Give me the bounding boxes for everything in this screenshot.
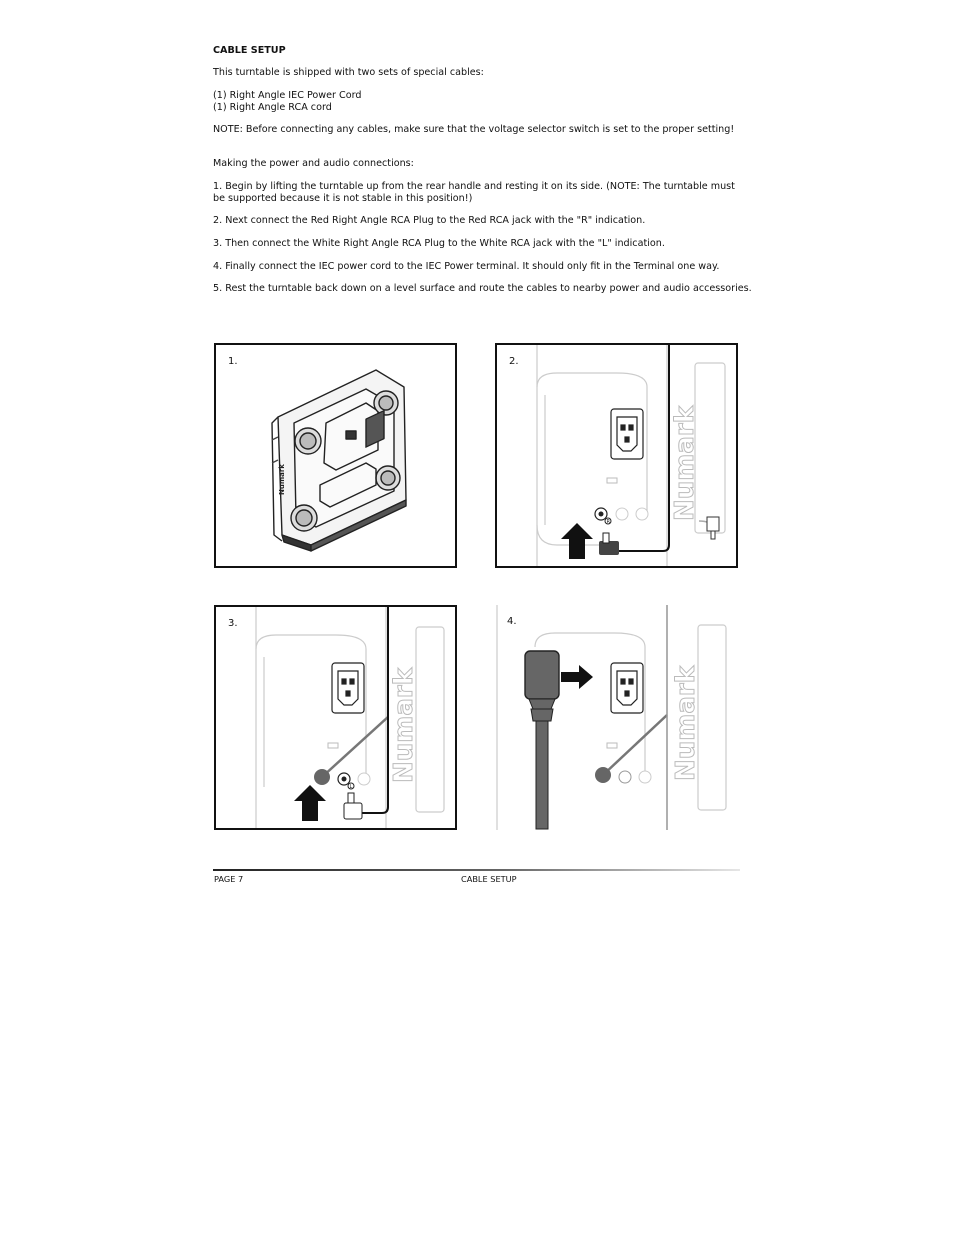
cable-item: (1) Right Angle IEC Power Cord (213, 90, 362, 101)
figure-4: 4. Numark (495, 605, 738, 830)
iec-power-connection-illustration: Numark (496, 605, 727, 830)
figure-1-label: 1. (228, 356, 238, 367)
figure-3: 3. L (214, 605, 457, 830)
figure-2-label: 2. (509, 356, 519, 367)
page-number: PAGE 7 (214, 874, 244, 884)
cable-item: (1) Right Angle RCA cord (213, 102, 332, 113)
step-1: 1. Begin by lifting the turntable up fro… (213, 181, 735, 204)
brand-logo: Numark (671, 665, 701, 781)
intro-text: This turntable is shipped with two sets … (213, 67, 484, 78)
connections-intro: Making the power and audio connections: (213, 158, 414, 169)
voltage-note: NOTE: Before connecting any cables, make… (213, 124, 735, 135)
turntable-on-side-illustration: Numark (271, 369, 407, 552)
footer-divider (213, 869, 740, 871)
brand-logo: Numark (670, 405, 700, 521)
footer-section-title: CABLE SETUP (461, 874, 517, 884)
brand-logo: Numark (278, 464, 286, 495)
figure-4-label: 4. (507, 616, 517, 627)
step-2: 2. Next connect the Red Right Angle RCA … (213, 215, 646, 226)
rca-right-connection-illustration: R Numark (536, 345, 726, 566)
figure-3-label: 3. (228, 618, 238, 629)
jack-l-label: L (350, 784, 353, 790)
jack-r-label: R (607, 519, 611, 525)
brand-logo: Numark (389, 667, 419, 783)
section-heading: CABLE SETUP (213, 45, 286, 56)
figure-1: 1. Numark (214, 343, 457, 568)
step-3: 3. Then connect the White Right Angle RC… (213, 238, 665, 249)
rca-left-connection-illustration: L Numark (255, 607, 445, 828)
step-4: 4. Finally connect the IEC power cord to… (213, 261, 720, 272)
figure-2: 2. R (495, 343, 738, 568)
step-5: 5. Rest the turntable back down on a lev… (213, 283, 752, 294)
